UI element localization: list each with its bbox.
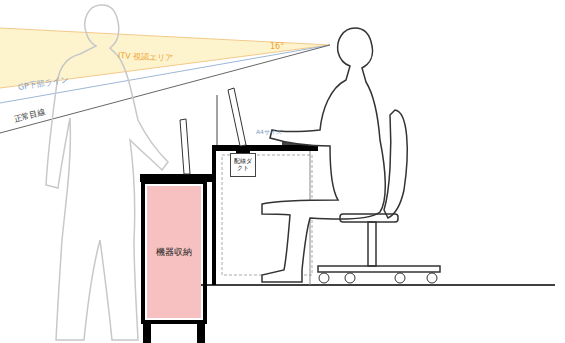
storage-cabinet: 機器収納 — [147, 186, 201, 318]
desk-side — [212, 151, 216, 285]
floor — [200, 284, 555, 286]
chair-base — [318, 266, 440, 272]
paper-size-label: A4サイズ — [256, 128, 282, 137]
angle-label: 16° — [270, 42, 284, 51]
caster — [395, 273, 405, 283]
chair-back — [384, 110, 407, 218]
caster — [345, 273, 355, 283]
caster — [427, 273, 437, 283]
node-text: 配線ダクト — [234, 158, 252, 172]
gp-line — [0, 45, 330, 103]
node-text: 機器収納 — [156, 247, 192, 257]
chair-seat — [340, 214, 398, 222]
normal-sight-line — [0, 45, 330, 133]
cabinet-leg — [197, 320, 205, 343]
wiring-duct: 配線ダクト — [230, 153, 256, 177]
post — [217, 95, 218, 145]
cabinet-frame — [143, 182, 205, 322]
desk-top — [212, 145, 318, 151]
chair-column — [368, 222, 376, 266]
cabinet-leg — [143, 320, 151, 343]
monitor-left — [180, 119, 190, 174]
seated-person — [262, 28, 385, 282]
caster — [319, 273, 329, 283]
monitor-right — [228, 88, 246, 146]
